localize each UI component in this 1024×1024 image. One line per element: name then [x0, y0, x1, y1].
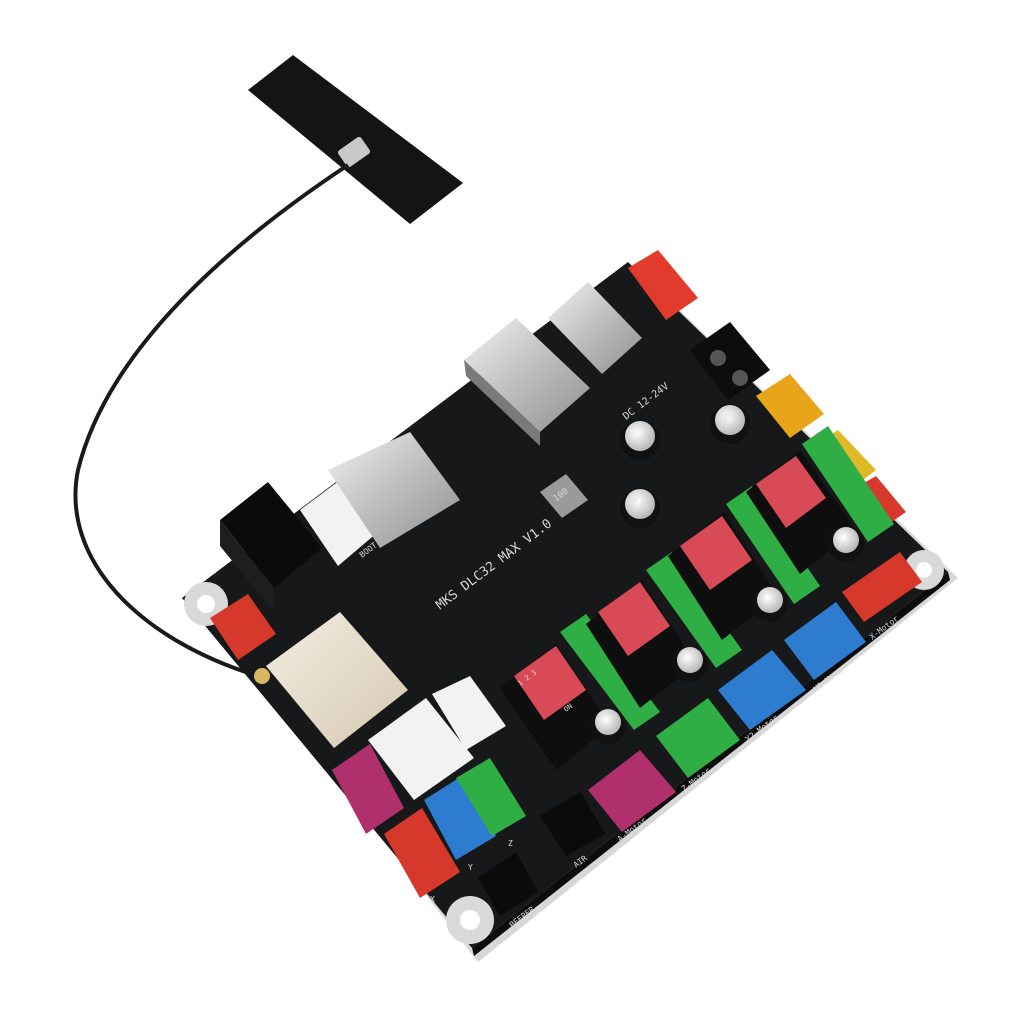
antenna-connector [337, 136, 371, 168]
white-connector [368, 698, 474, 800]
xt60-connector [756, 374, 824, 438]
motor-connector-y1 [784, 602, 866, 680]
y-label: Y [468, 863, 473, 872]
blue-connector [424, 776, 496, 860]
black-connector [478, 852, 538, 916]
stepper-driver [746, 426, 894, 574]
terminal-screw [710, 350, 726, 366]
red-connector [842, 552, 922, 622]
mount-hole [446, 896, 494, 944]
inductor [540, 474, 588, 518]
green-connector [456, 758, 526, 836]
white-connector [432, 676, 506, 750]
antenna-cable [73, 163, 350, 678]
capacitor [620, 420, 660, 460]
red-connector [210, 594, 276, 660]
red-connector [384, 808, 460, 898]
x-label: X [430, 895, 435, 904]
antenna-plug [254, 668, 270, 684]
terminal-screw [732, 370, 748, 386]
capacitor [620, 488, 660, 528]
stepper-driver [586, 552, 742, 708]
white-connector [300, 480, 378, 566]
z-label: Z [508, 839, 513, 848]
rj45-jack-front [220, 520, 274, 612]
board-edge [472, 572, 950, 956]
dip-switch [598, 582, 670, 656]
dip-switch [514, 646, 586, 720]
screw-terminal [690, 322, 770, 400]
dip-on-label: ON [562, 702, 574, 713]
usb-port [464, 318, 590, 432]
capacitor [710, 404, 750, 444]
cap-volt-label: 16V [638, 500, 650, 513]
dc-jack [548, 282, 642, 374]
motor-connector-z [656, 698, 740, 778]
magenta-connector [332, 744, 404, 834]
wifi-module [266, 612, 408, 748]
dip-switch [680, 516, 752, 590]
usb-port-front [464, 360, 540, 446]
stepper-driver [668, 486, 820, 640]
stepper-driver [500, 614, 660, 770]
sd-card-slot [328, 432, 460, 548]
black-connector [540, 792, 606, 856]
motor-connector-a [588, 750, 676, 832]
dip-switch [756, 456, 826, 528]
motor-connector-y2 [718, 650, 806, 730]
rj45-jack [220, 482, 322, 588]
fuse [628, 250, 698, 320]
